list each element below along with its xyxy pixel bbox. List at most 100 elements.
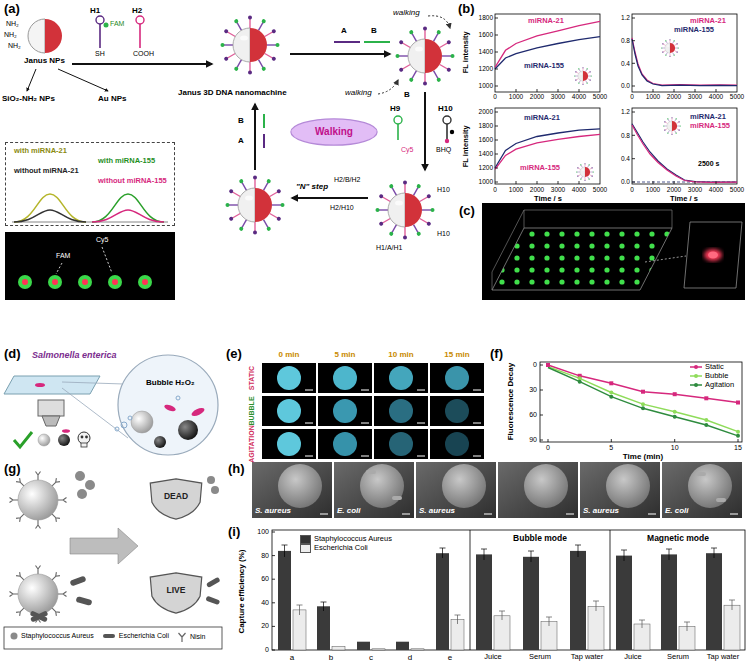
art-circle (85, 436, 88, 439)
art-path (92, 194, 164, 222)
legend-marker (694, 374, 698, 378)
art-path (14, 194, 86, 222)
tick-label: 2000 (667, 93, 681, 100)
art-circle (118, 355, 218, 455)
art-rect (252, 462, 332, 518)
art-circle (445, 432, 469, 456)
art-circle (641, 406, 645, 410)
art-ellipse (704, 249, 722, 261)
legend-text: Escherichia Coli (314, 544, 368, 553)
legend-text: Nisin (190, 633, 206, 641)
art-circle (443, 116, 451, 124)
art-circle (609, 391, 613, 395)
art-rect (609, 381, 613, 385)
art-circle (704, 423, 708, 427)
art-rect (641, 390, 645, 394)
art-rect (430, 363, 484, 393)
legend-item: Staphylococcus Aureus (10, 632, 94, 640)
tick-label: 0 (493, 186, 497, 193)
figure-label: Time / s (534, 195, 562, 204)
shield-shape (150, 479, 202, 519)
art-rect (396, 642, 409, 650)
art-rect (523, 557, 539, 650)
art-circle (389, 366, 413, 390)
figure-label: Tap water (707, 653, 740, 662)
art-polygon (4, 376, 100, 394)
panel-letter: (a) (4, 2, 20, 17)
tick-label: 5000 (730, 186, 744, 193)
tick-label: 1200 (479, 65, 493, 72)
art-ellipse (163, 404, 176, 413)
art-rect (69, 575, 86, 586)
art-path (272, 532, 275, 650)
figure-label: BHQ (436, 146, 451, 154)
figure-label: d (408, 653, 412, 662)
tick-label: 1000 (509, 186, 523, 193)
legend-marker (694, 365, 698, 369)
tick-label: 0 (265, 646, 269, 654)
art-rect (673, 392, 677, 396)
status-shield: LIVE (148, 572, 204, 614)
tick-label: 0.0 (621, 82, 630, 89)
art-rect (272, 530, 745, 650)
tick-label: 0.8 (621, 132, 630, 139)
art-path (297, 600, 736, 631)
tick-label: 0 (546, 444, 550, 452)
art-circle (277, 432, 301, 456)
tick-label: 0.0 (621, 178, 630, 185)
art-rect (318, 396, 372, 426)
tick-label: 3000 (688, 186, 702, 193)
art-circle (673, 410, 677, 414)
art-use (226, 176, 285, 235)
art-line (27, 69, 36, 91)
legend-swatch (300, 535, 311, 544)
figure-label: 5 min (335, 350, 356, 359)
art-circle (641, 402, 645, 406)
art-line (102, 247, 112, 273)
art-polyline (632, 125, 737, 182)
figure-label: 15 min (444, 350, 469, 359)
tick-label: 2000 (530, 93, 544, 100)
art-path (305, 390, 481, 456)
art-line (424, 92, 426, 170)
tick-label: 5000 (730, 93, 744, 100)
art-circle (78, 275, 92, 289)
art-use (10, 498, 19, 503)
figure-label: FL intensity (462, 125, 471, 167)
legend-sample (690, 372, 702, 380)
figure-label: H2/B/H2 (334, 176, 360, 184)
legend-text: Bubble (705, 372, 728, 381)
legend-item: Agitation (690, 381, 734, 390)
art-rect (704, 396, 708, 400)
panel-c-image (482, 203, 745, 300)
figure-label: 10 min (388, 350, 413, 359)
figure-label: E. coli (665, 506, 689, 515)
figure-label: Janus NPs (24, 56, 65, 65)
node-text: Walking (315, 126, 353, 138)
figure-label: H1/A/H1 (376, 244, 402, 252)
art-rect (696, 472, 706, 476)
art-rect (374, 363, 428, 393)
figure-label: miRNA-21 (524, 114, 560, 123)
art-rect (75, 596, 92, 606)
tick-label: 5 (609, 444, 613, 452)
figure-label: miRNA-155 (674, 26, 714, 35)
art-rect (724, 605, 740, 650)
tick-label: 3000 (551, 186, 565, 193)
figure-label: FL intensity (462, 31, 471, 73)
art-line (334, 41, 360, 43)
art-path (428, 16, 450, 28)
art-path (45, 19, 62, 53)
art-circle (85, 480, 95, 490)
tick-label: 2000 (667, 186, 681, 193)
art-rect (632, 14, 737, 92)
art-rect (318, 363, 372, 393)
legend-item: Escherichia Coli (300, 544, 368, 553)
art-circle (108, 275, 122, 289)
tick-label: 2000 (530, 186, 544, 193)
legend-sample (177, 632, 187, 642)
art-g (578, 380, 740, 438)
tick-label: 1000 (646, 186, 660, 193)
panel-letter: (h) (228, 462, 245, 477)
tick-label: 1800 (479, 122, 493, 129)
